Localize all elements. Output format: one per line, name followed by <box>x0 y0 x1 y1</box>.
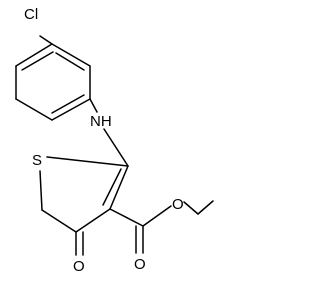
bond-c3-ester-c <box>109 208 144 227</box>
thiophene-ring <box>39 156 129 233</box>
chemical-structure: Cl NH S O O O <box>15 6 214 275</box>
bond-c4-c5 <box>41 209 77 233</box>
bond-c2-c3 <box>109 165 129 210</box>
bond-cl-c1 <box>39 35 53 45</box>
atom-sulfur: S <box>32 152 42 169</box>
bond-c6-c1 <box>51 43 91 67</box>
ring-inner-bond-3 <box>55 52 85 71</box>
atom-chlorine: Cl <box>24 6 38 23</box>
ring-inner-bond-1 <box>21 51 54 71</box>
bond-ch2-ch3 <box>197 200 214 215</box>
bond-c5-s <box>39 170 43 211</box>
bond-c1-c2 <box>15 43 53 67</box>
bond-c3-c4 <box>15 98 53 121</box>
atom-ketone-oxygen: O <box>73 258 85 275</box>
bond-o-ch2 <box>183 201 199 215</box>
bond-s-c2 <box>46 156 129 167</box>
bond-nh-c2 <box>103 128 129 167</box>
atom-amine: NH <box>90 113 112 130</box>
bond-c4-c5 <box>51 98 91 121</box>
atom-carbonyl-oxygen: O <box>134 256 146 273</box>
ring-inner-bond-2 <box>51 94 85 114</box>
bond-ring-nh <box>89 98 98 113</box>
bond-ester-c-o <box>142 205 172 227</box>
atom-ester-oxygen: O <box>172 196 184 213</box>
chlorophenyl-ring <box>15 35 91 121</box>
bond-c3-c4 <box>75 208 111 233</box>
bond-c2-c3-double <box>102 168 122 206</box>
